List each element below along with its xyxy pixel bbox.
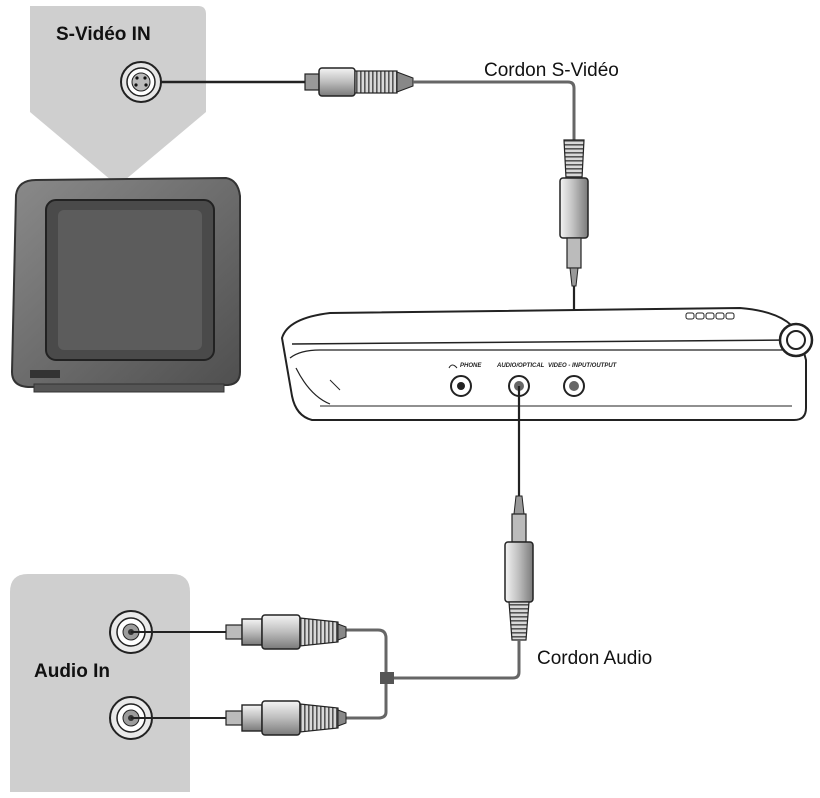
rca-plug-bottom — [131, 700, 347, 736]
video-io-port-label: VIDEO - INPUT/OUTPUT — [548, 363, 617, 369]
svideo-cable — [161, 67, 589, 380]
cordon-audio-label: Cordon Audio — [537, 648, 653, 669]
audio-in-panel — [10, 574, 190, 792]
audio-cable — [346, 386, 534, 720]
svideo-in-panel — [30, 6, 206, 186]
svideo-in-label: S-Vidéo IN — [56, 24, 151, 45]
phone-port-label: PHONE — [460, 363, 482, 369]
headphone-icon — [448, 364, 458, 369]
phone-port — [450, 375, 472, 397]
video-io-port — [563, 375, 585, 397]
svideo-jack-icon — [120, 61, 162, 103]
portable-dvd-player — [280, 306, 814, 421]
television — [10, 176, 241, 393]
cordon-svideo-label: Cordon S-Vidéo — [484, 60, 619, 81]
audio-in-label: Audio In — [34, 661, 110, 682]
rca-plug-top — [131, 614, 347, 650]
audio-optical-port-label: AUDIO/OPTICAL — [497, 363, 545, 369]
